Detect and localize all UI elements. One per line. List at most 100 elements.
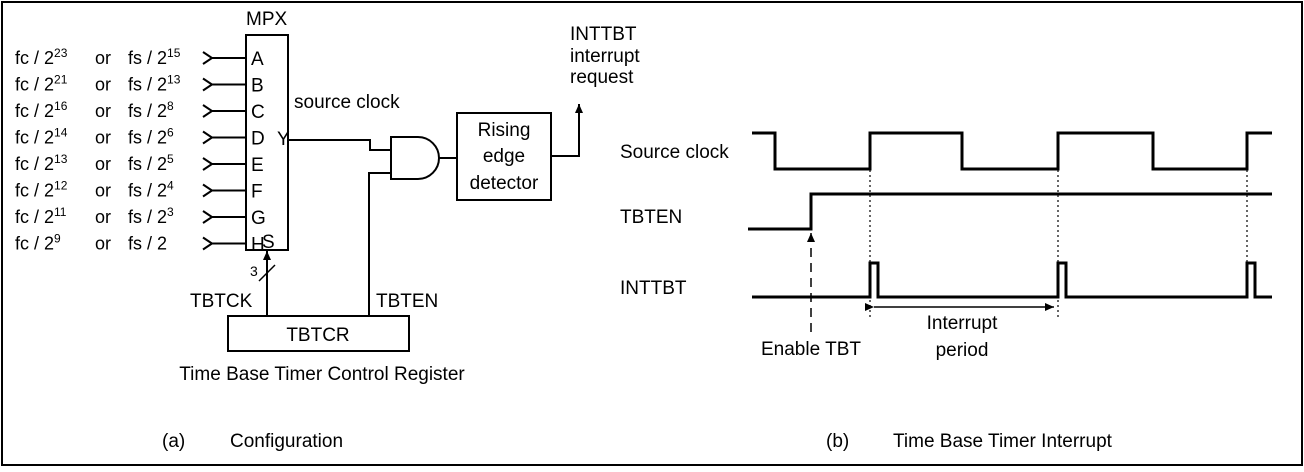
output-label-line3: request (570, 67, 634, 88)
source-clock-wire (288, 139, 391, 151)
input-chevron-icon (202, 104, 214, 118)
tbten-config-label: TBTEN (376, 291, 438, 312)
input-fc-label: fc / 216 (15, 99, 68, 121)
input-fs-base: fs / 2 (128, 234, 167, 254)
input-fs-exponent: 6 (167, 126, 174, 140)
input-fs-base: fs / 2 (128, 128, 167, 148)
input-chevron-icon (202, 51, 214, 65)
input-fs-base: fs / 2 (128, 101, 167, 121)
input-chevron-icon (202, 236, 214, 251)
mux-input-letter: F (251, 182, 263, 203)
caption-a-text: Configuration (230, 431, 343, 452)
timing-diagram: Source clock TBTEN INTTBT Enable TBT Int… (620, 131, 1272, 361)
input-fc-exponent: 16 (54, 99, 68, 113)
caption-a-tag: (a) (162, 431, 185, 452)
tbten-waveform (748, 192, 1272, 231)
input-fs-label: fs / 2 (128, 234, 167, 254)
input-fc-exponent: 9 (54, 232, 61, 246)
multiplexer-block (245, 34, 289, 251)
output-label-line1: INTTBT (570, 24, 637, 45)
input-fc-base: fc / 2 (15, 181, 54, 201)
input-fc-base: fc / 2 (15, 154, 54, 174)
tbtck-label: TBTCK (190, 291, 253, 312)
input-fc-label: fc / 211 (15, 205, 67, 227)
tbtcr-register-block (227, 315, 410, 352)
input-fs-label: fs / 213 (128, 73, 181, 95)
input-fc-base: fc / 2 (15, 101, 54, 121)
input-fc-base: fc / 2 (15, 234, 54, 254)
mux-input-letter: G (251, 208, 266, 229)
input-fc-exponent: 14 (54, 126, 68, 140)
tbten-signal-label: TBTEN (620, 207, 682, 228)
input-fs-base: fs / 2 (128, 48, 167, 68)
mux-output-letter: Y (277, 129, 290, 150)
and-gate (390, 136, 440, 180)
interrupt-period-label-line1: Interrupt (927, 313, 998, 334)
input-or-label: or (95, 75, 111, 95)
input-fs-label: fs / 25 (128, 152, 174, 174)
input-fc-label: fc / 29 (15, 232, 61, 254)
input-fc-exponent: 23 (54, 46, 68, 60)
detector-label-line1: Rising (478, 120, 531, 141)
input-or-label: or (95, 207, 111, 227)
input-fc-exponent: 21 (54, 73, 68, 87)
input-fs-base: fs / 2 (128, 207, 167, 227)
tbten-wire (368, 172, 391, 316)
input-or-label: or (95, 48, 111, 68)
source-clock-label: source clock (294, 92, 400, 113)
input-fs-label: fs / 215 (128, 46, 181, 68)
detector-label-line3: detector (470, 173, 539, 194)
tbtcr-register-label: TBTCR (286, 325, 349, 346)
input-fs-label: fs / 26 (128, 126, 174, 148)
mux-input-letter: D (251, 129, 265, 150)
mux-label: MPX (246, 9, 288, 30)
bus-width-slash (258, 264, 276, 282)
inttbt-waveform (752, 261, 1272, 299)
interrupt-period-label-line2: period (936, 340, 989, 361)
input-fc-label: fc / 221 (15, 73, 68, 95)
output-label-line2: interrupt (570, 46, 640, 67)
mux-input-letter: B (251, 76, 264, 97)
mux-input-letter: E (251, 155, 264, 176)
input-or-label: or (95, 234, 111, 254)
input-fs-base: fs / 2 (128, 181, 167, 201)
mux-input-letter: H (251, 235, 265, 256)
input-fc-exponent: 11 (54, 205, 67, 219)
input-fs-label: fs / 23 (128, 205, 174, 227)
input-fc-label: fc / 212 (15, 179, 68, 201)
interrupt-request-arrow (551, 104, 583, 157)
input-or-label: or (95, 181, 111, 201)
input-chevron-icon (202, 210, 214, 224)
caption-b-text: Time Base Timer Interrupt (893, 431, 1113, 452)
input-fc-label: fc / 223 (15, 46, 68, 68)
input-or-label: or (95, 154, 111, 174)
input-fs-label: fs / 24 (128, 179, 174, 201)
input-fc-label: fc / 213 (15, 152, 68, 174)
input-or-label: or (95, 128, 111, 148)
input-chevron-icon (202, 183, 214, 198)
input-fs-exponent: 13 (167, 73, 181, 87)
input-fc-base: fc / 2 (15, 207, 54, 227)
input-fs-exponent: 3 (167, 205, 174, 219)
inttbt-signal-label: INTTBT (620, 278, 687, 299)
input-or-label: or (95, 101, 111, 121)
bus-width-label: 3 (250, 263, 258, 279)
detector-label-line2: edge (483, 146, 525, 167)
source-clock-waveform (752, 131, 1272, 171)
source-clock-signal-label: Source clock (620, 142, 729, 163)
input-fs-base: fs / 2 (128, 154, 167, 174)
input-fc-base: fc / 2 (15, 75, 54, 95)
input-fs-base: fs / 2 (128, 75, 167, 95)
register-caption: Time Base Timer Control Register (179, 364, 465, 385)
input-fs-exponent: 4 (167, 179, 174, 193)
mux-input-letter: C (251, 102, 265, 123)
input-fc-exponent: 13 (54, 152, 68, 166)
input-chevron-icon (202, 77, 214, 92)
input-chevron-icon (202, 157, 214, 171)
